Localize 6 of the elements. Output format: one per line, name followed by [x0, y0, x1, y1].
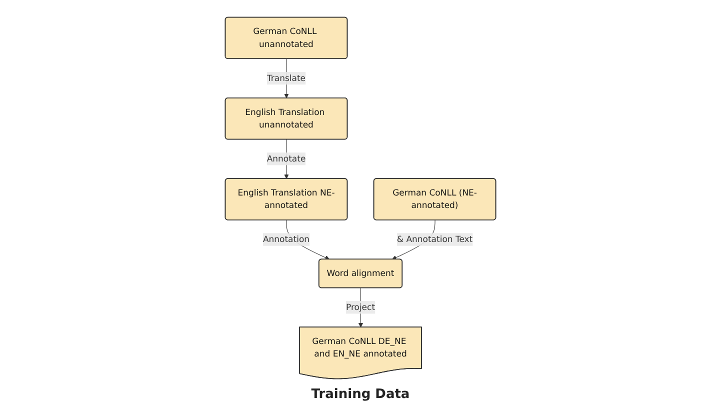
edge-label: Annotate [266, 154, 306, 164]
edge-label: Translate [266, 72, 306, 84]
edge-label: Project [346, 302, 376, 312]
edge-label: & Annotation Text [396, 234, 473, 244]
node-caption: Training Data [311, 387, 410, 402]
edge-label: Annotation [262, 234, 310, 244]
